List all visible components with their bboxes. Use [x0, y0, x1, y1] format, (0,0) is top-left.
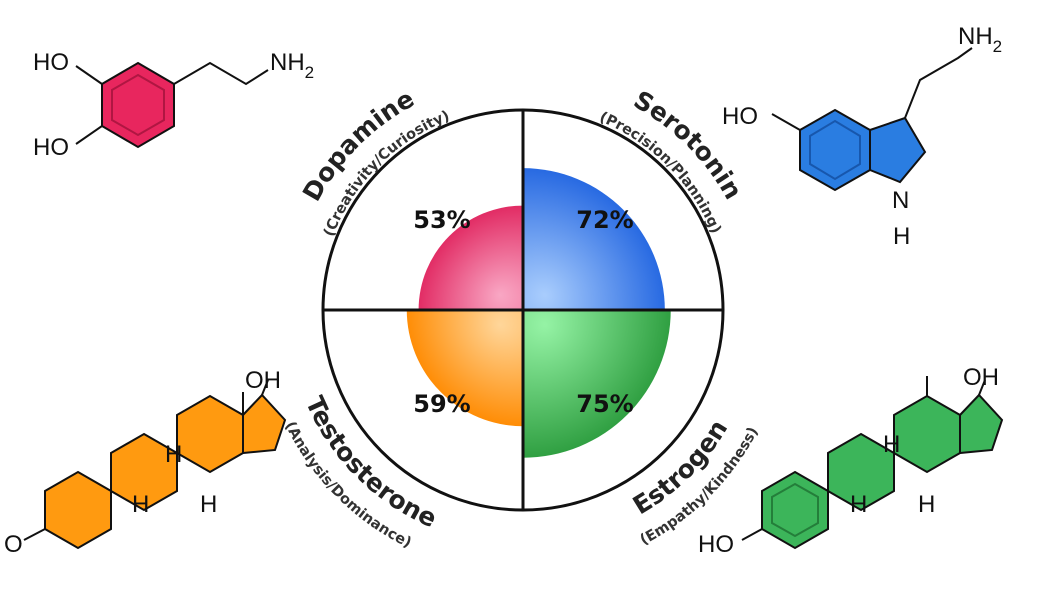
wedge-testosterone	[406, 310, 523, 427]
value-label-testosterone: 59%	[413, 390, 470, 418]
atom-ho: HO	[33, 49, 69, 76]
atom-ho: HO	[698, 531, 734, 558]
atom-ho: HO	[722, 103, 758, 130]
atom-h: H	[918, 491, 935, 518]
value-label-serotonin: 72%	[576, 206, 633, 234]
value-label-estrogen: 75%	[576, 390, 633, 418]
atom-h: H	[893, 223, 910, 250]
svg-text:Estrogen: Estrogen	[628, 415, 733, 520]
atom-n: N	[892, 187, 909, 214]
label-estrogen: Estrogen	[628, 415, 733, 520]
atom-h: H	[200, 491, 217, 518]
serotonin-molecule: HO NH2 N H	[722, 23, 1002, 250]
atom-oh: OH	[963, 364, 999, 391]
atom-h: H	[883, 431, 900, 458]
testosterone-molecule: O OH H H H	[4, 367, 287, 558]
value-label-dopamine: 53%	[413, 206, 470, 234]
atom-h: H	[165, 441, 182, 468]
atom-h: H	[850, 491, 867, 518]
atom-oh: OH	[245, 367, 281, 394]
atom-h: H	[132, 491, 149, 518]
wedge-dopamine	[418, 205, 523, 310]
dopamine-molecule: HO HO NH2	[33, 49, 314, 161]
wedge-serotonin	[523, 168, 665, 310]
atom-o: O	[4, 531, 23, 558]
atom-ho: HO	[33, 134, 69, 161]
estrogen-molecule: HO OH H H H	[698, 364, 1004, 558]
wedge-estrogen	[523, 310, 671, 458]
atom-nh2: NH2	[270, 49, 314, 82]
atom-nh2: NH2	[958, 23, 1002, 56]
